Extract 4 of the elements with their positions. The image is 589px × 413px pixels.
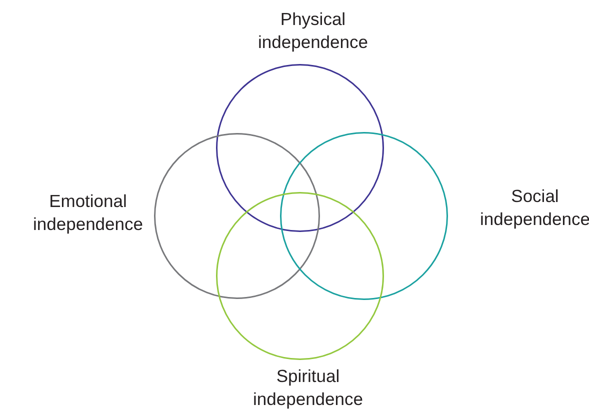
set-label: Social independence [479, 185, 589, 231]
set-label: Physical independence [257, 8, 369, 54]
set-label: Emotional independence [32, 190, 144, 236]
set-label: Spiritual independence [252, 365, 364, 411]
